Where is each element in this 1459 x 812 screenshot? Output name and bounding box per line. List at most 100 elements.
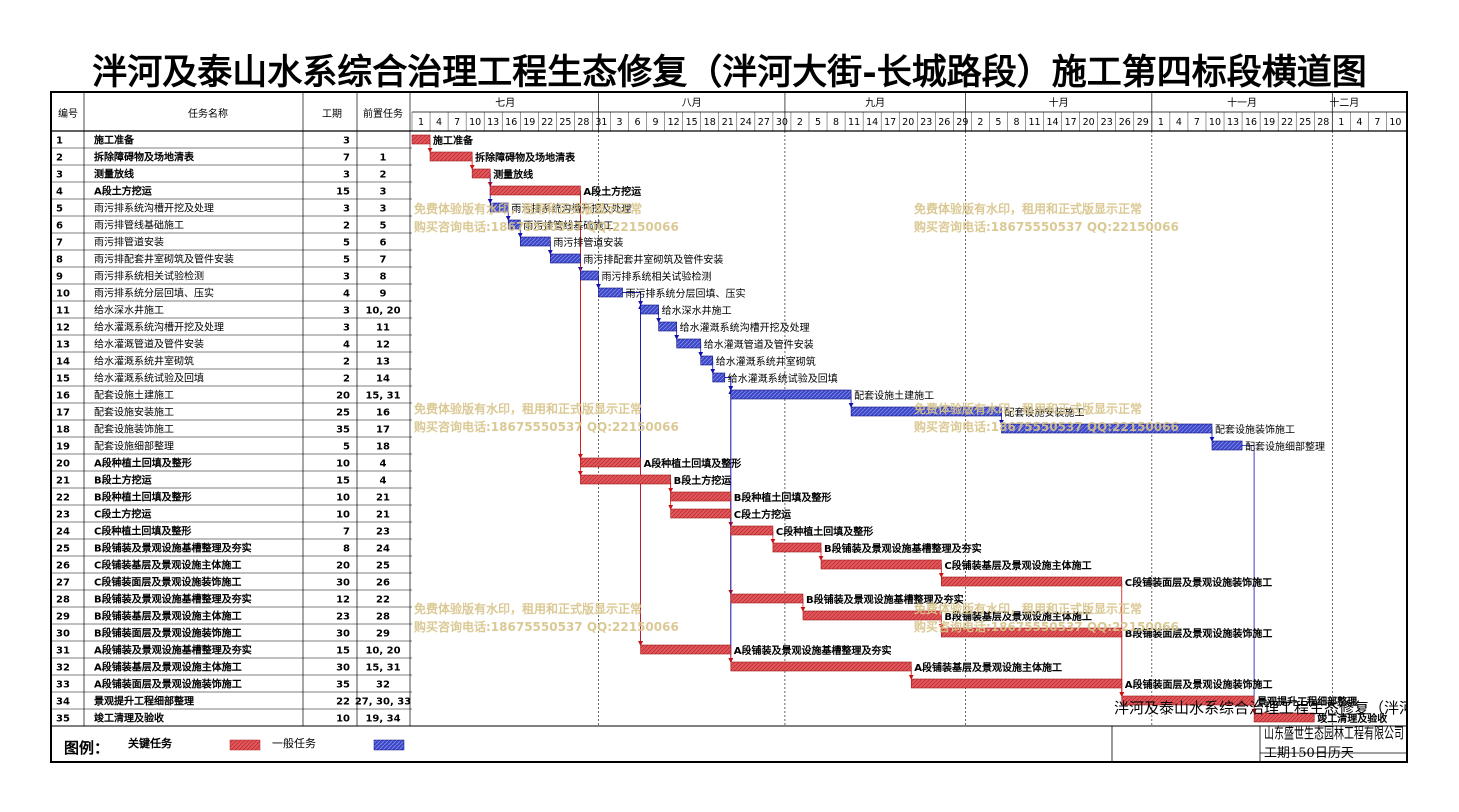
task-name: 雨污排系统分层回填、压实 bbox=[94, 287, 214, 300]
bar-label: C段土方挖运 bbox=[734, 508, 791, 521]
day-tick-label: 26 bbox=[938, 117, 950, 128]
task-name: A段铺装及景观设施基槽整理及夯实 bbox=[94, 644, 252, 657]
col-header-pred: 前置任务 bbox=[363, 107, 403, 120]
bar-label: A段铺装及景观设施基槽整理及夯实 bbox=[734, 644, 892, 657]
watermark-line1: 免费体验版有水印，租用和正式版显示正常 bbox=[914, 201, 1142, 216]
month-label: 七月 bbox=[495, 97, 515, 109]
table-header: 编号 任务名称 工期 前置任务 bbox=[58, 107, 403, 120]
bar-label: A段铺装基层及景观设施主体施工 bbox=[914, 661, 1062, 674]
task-name: B段种植土回填及整形 bbox=[94, 491, 192, 504]
task-pred: 10, 20 bbox=[365, 646, 400, 657]
task-id: 14 bbox=[56, 357, 70, 368]
day-tick-label: 10 bbox=[1389, 117, 1401, 128]
task-id: 20 bbox=[56, 459, 70, 470]
bar-label: 给水灌溉系统沟槽开挖及处理 bbox=[680, 321, 810, 334]
day-tick-label: 26 bbox=[1119, 117, 1131, 128]
task-id: 25 bbox=[56, 544, 70, 555]
task-id: 8 bbox=[56, 255, 63, 266]
task-id: 11 bbox=[56, 306, 70, 317]
day-tick-label: 4 bbox=[1356, 117, 1362, 128]
gantt-bars: 施工准备拆除障碍物及场地清表测量放线A段土方挖运雨污排系统沟槽开挖及处理雨污排管… bbox=[411, 134, 1387, 725]
day-tick-label: 6 bbox=[635, 117, 641, 128]
day-tick-label: 22 bbox=[1281, 117, 1293, 128]
task-pred: 4 bbox=[380, 476, 387, 487]
task-duration: 15 bbox=[336, 187, 350, 198]
bar-label: B段铺装及景观设施基槽整理及夯实 bbox=[824, 542, 982, 555]
task-name: 雨污排系统沟槽开挖及处理 bbox=[94, 202, 214, 215]
gantt-bar bbox=[580, 474, 671, 485]
day-tick-label: 16 bbox=[1245, 117, 1257, 128]
month-label: 八月 bbox=[682, 97, 702, 109]
bar-label: 配套设施安装施工 bbox=[1004, 406, 1084, 419]
bar-label: B段铺装基层及景观设施主体施工 bbox=[944, 610, 1092, 623]
task-duration: 30 bbox=[336, 663, 350, 674]
gantt-bar bbox=[1121, 695, 1255, 706]
bar-label: 竣工清理及验收 bbox=[1317, 712, 1387, 725]
gantt-bar bbox=[802, 610, 942, 621]
task-duration: 3 bbox=[343, 136, 350, 147]
bar-label: 配套设施土建施工 bbox=[854, 389, 934, 402]
day-tick-label: 29 bbox=[956, 117, 968, 128]
task-pred: 14 bbox=[376, 374, 390, 385]
task-duration: 7 bbox=[343, 153, 350, 164]
dependency-link bbox=[622, 292, 643, 646]
task-name: C段铺装面层及景观设施装饰施工 bbox=[94, 576, 241, 589]
task-id: 22 bbox=[56, 493, 70, 504]
gantt-bar bbox=[550, 253, 581, 264]
bar-label: 拆除障碍物及场地清表 bbox=[475, 151, 576, 164]
task-duration: 22 bbox=[336, 697, 350, 708]
task-id: 24 bbox=[56, 527, 70, 538]
day-tick-label: 1 bbox=[1158, 117, 1164, 128]
day-tick-label: 2 bbox=[977, 117, 983, 128]
task-pred: 18 bbox=[376, 442, 390, 453]
day-tick-label: 11 bbox=[1028, 117, 1040, 128]
watermark-line2: 购买咨询电话:18675550537 QQ:22150066 bbox=[414, 619, 679, 634]
gantt-bar bbox=[580, 457, 641, 468]
task-pred: 19, 34 bbox=[365, 714, 400, 725]
day-tick-label: 21 bbox=[722, 117, 734, 128]
day-tick-label: 14 bbox=[1047, 117, 1059, 128]
bar-label: 配套设施细部整理 bbox=[1245, 440, 1325, 453]
task-pred: 7 bbox=[380, 255, 387, 266]
footer-duration: 工期150日历天 bbox=[1264, 746, 1354, 761]
bar-label: A段种植土回填及整形 bbox=[644, 457, 742, 470]
gantt-bar bbox=[658, 321, 677, 332]
task-name: 测量放线 bbox=[94, 168, 134, 181]
task-pred: 28 bbox=[376, 612, 390, 623]
day-tick-label: 20 bbox=[902, 117, 914, 128]
watermark-line2: 购买咨询电话:18675550537 QQ:22150066 bbox=[914, 619, 1179, 634]
gantt-bar bbox=[730, 389, 852, 400]
bar-label: 雨污排系统分层回填、压实 bbox=[626, 287, 746, 300]
task-id: 15 bbox=[56, 374, 70, 385]
gantt-bar bbox=[670, 508, 732, 519]
task-duration: 15 bbox=[336, 476, 350, 487]
task-id: 21 bbox=[56, 476, 70, 487]
task-pred: 29 bbox=[376, 629, 390, 640]
bar-label: 雨污排管线基础施工 bbox=[523, 219, 613, 232]
task-id: 32 bbox=[56, 663, 70, 674]
gantt-bar bbox=[640, 644, 732, 655]
gantt-bar bbox=[411, 134, 431, 145]
day-tick-label: 28 bbox=[1317, 117, 1329, 128]
task-name: 配套设施细部整理 bbox=[94, 440, 174, 453]
task-pred: 9 bbox=[380, 289, 387, 300]
task-id: 35 bbox=[56, 714, 70, 725]
task-duration: 3 bbox=[343, 323, 350, 334]
gantt-bar bbox=[676, 338, 702, 349]
task-name: A段种植土回填及整形 bbox=[94, 457, 192, 470]
footer-company: 山东盛世生态园林工程有限公司 bbox=[1264, 724, 1404, 742]
task-duration: 4 bbox=[343, 289, 350, 300]
task-name: 给水灌溉管道及管件安装 bbox=[94, 338, 204, 351]
gantt-bar bbox=[941, 576, 1123, 587]
task-name: A段土方挖运 bbox=[94, 185, 152, 198]
day-tick-label: 19 bbox=[523, 117, 535, 128]
day-tick-label: 7 bbox=[454, 117, 460, 128]
gantt-bar bbox=[772, 542, 822, 553]
bar-label: 给水灌溉系统井室砌筑 bbox=[716, 355, 816, 368]
month-label: 十月 bbox=[1049, 96, 1069, 109]
task-pred: 11 bbox=[376, 323, 390, 334]
month-label: 十一月 bbox=[1227, 96, 1257, 109]
col-header-name: 任务名称 bbox=[188, 107, 228, 120]
task-id: 28 bbox=[56, 595, 70, 606]
